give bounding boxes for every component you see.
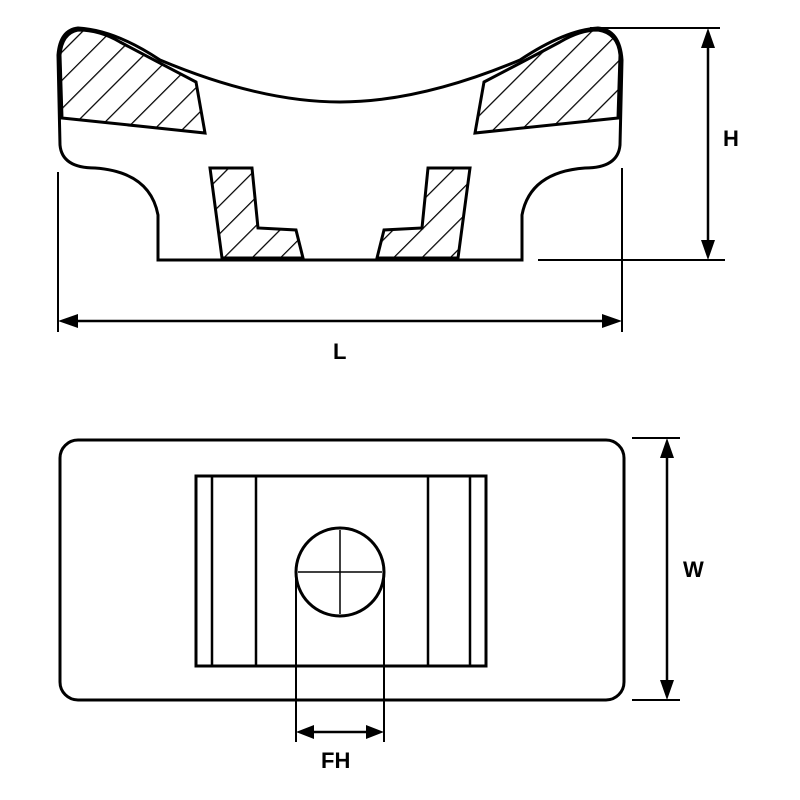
- plan-view: [58, 438, 626, 702]
- length-arrow-right: [602, 314, 622, 328]
- section-view: [56, 26, 624, 262]
- width-dimension: W: [632, 437, 704, 701]
- height-arrow-top: [701, 28, 715, 48]
- hatch-left-top: [58, 28, 207, 135]
- hatch-right-step: [375, 166, 472, 260]
- length-dimension: L: [57, 168, 623, 364]
- width-arrow-bottom: [660, 680, 674, 700]
- fixing-hole-dimension: FH: [295, 572, 385, 773]
- fh-arrow-right: [366, 725, 384, 739]
- height-dimension: H: [538, 27, 739, 261]
- length-label: L: [333, 339, 346, 364]
- hatch-left-step: [208, 166, 305, 260]
- fh-arrow-left: [296, 725, 314, 739]
- length-arrow-left: [58, 314, 78, 328]
- width-arrow-top: [660, 438, 674, 458]
- height-arrow-bottom: [701, 240, 715, 260]
- hatch-right-top: [473, 28, 622, 135]
- fixing-hole-label: FH: [321, 748, 350, 773]
- height-label: H: [723, 126, 739, 151]
- width-label: W: [683, 557, 704, 582]
